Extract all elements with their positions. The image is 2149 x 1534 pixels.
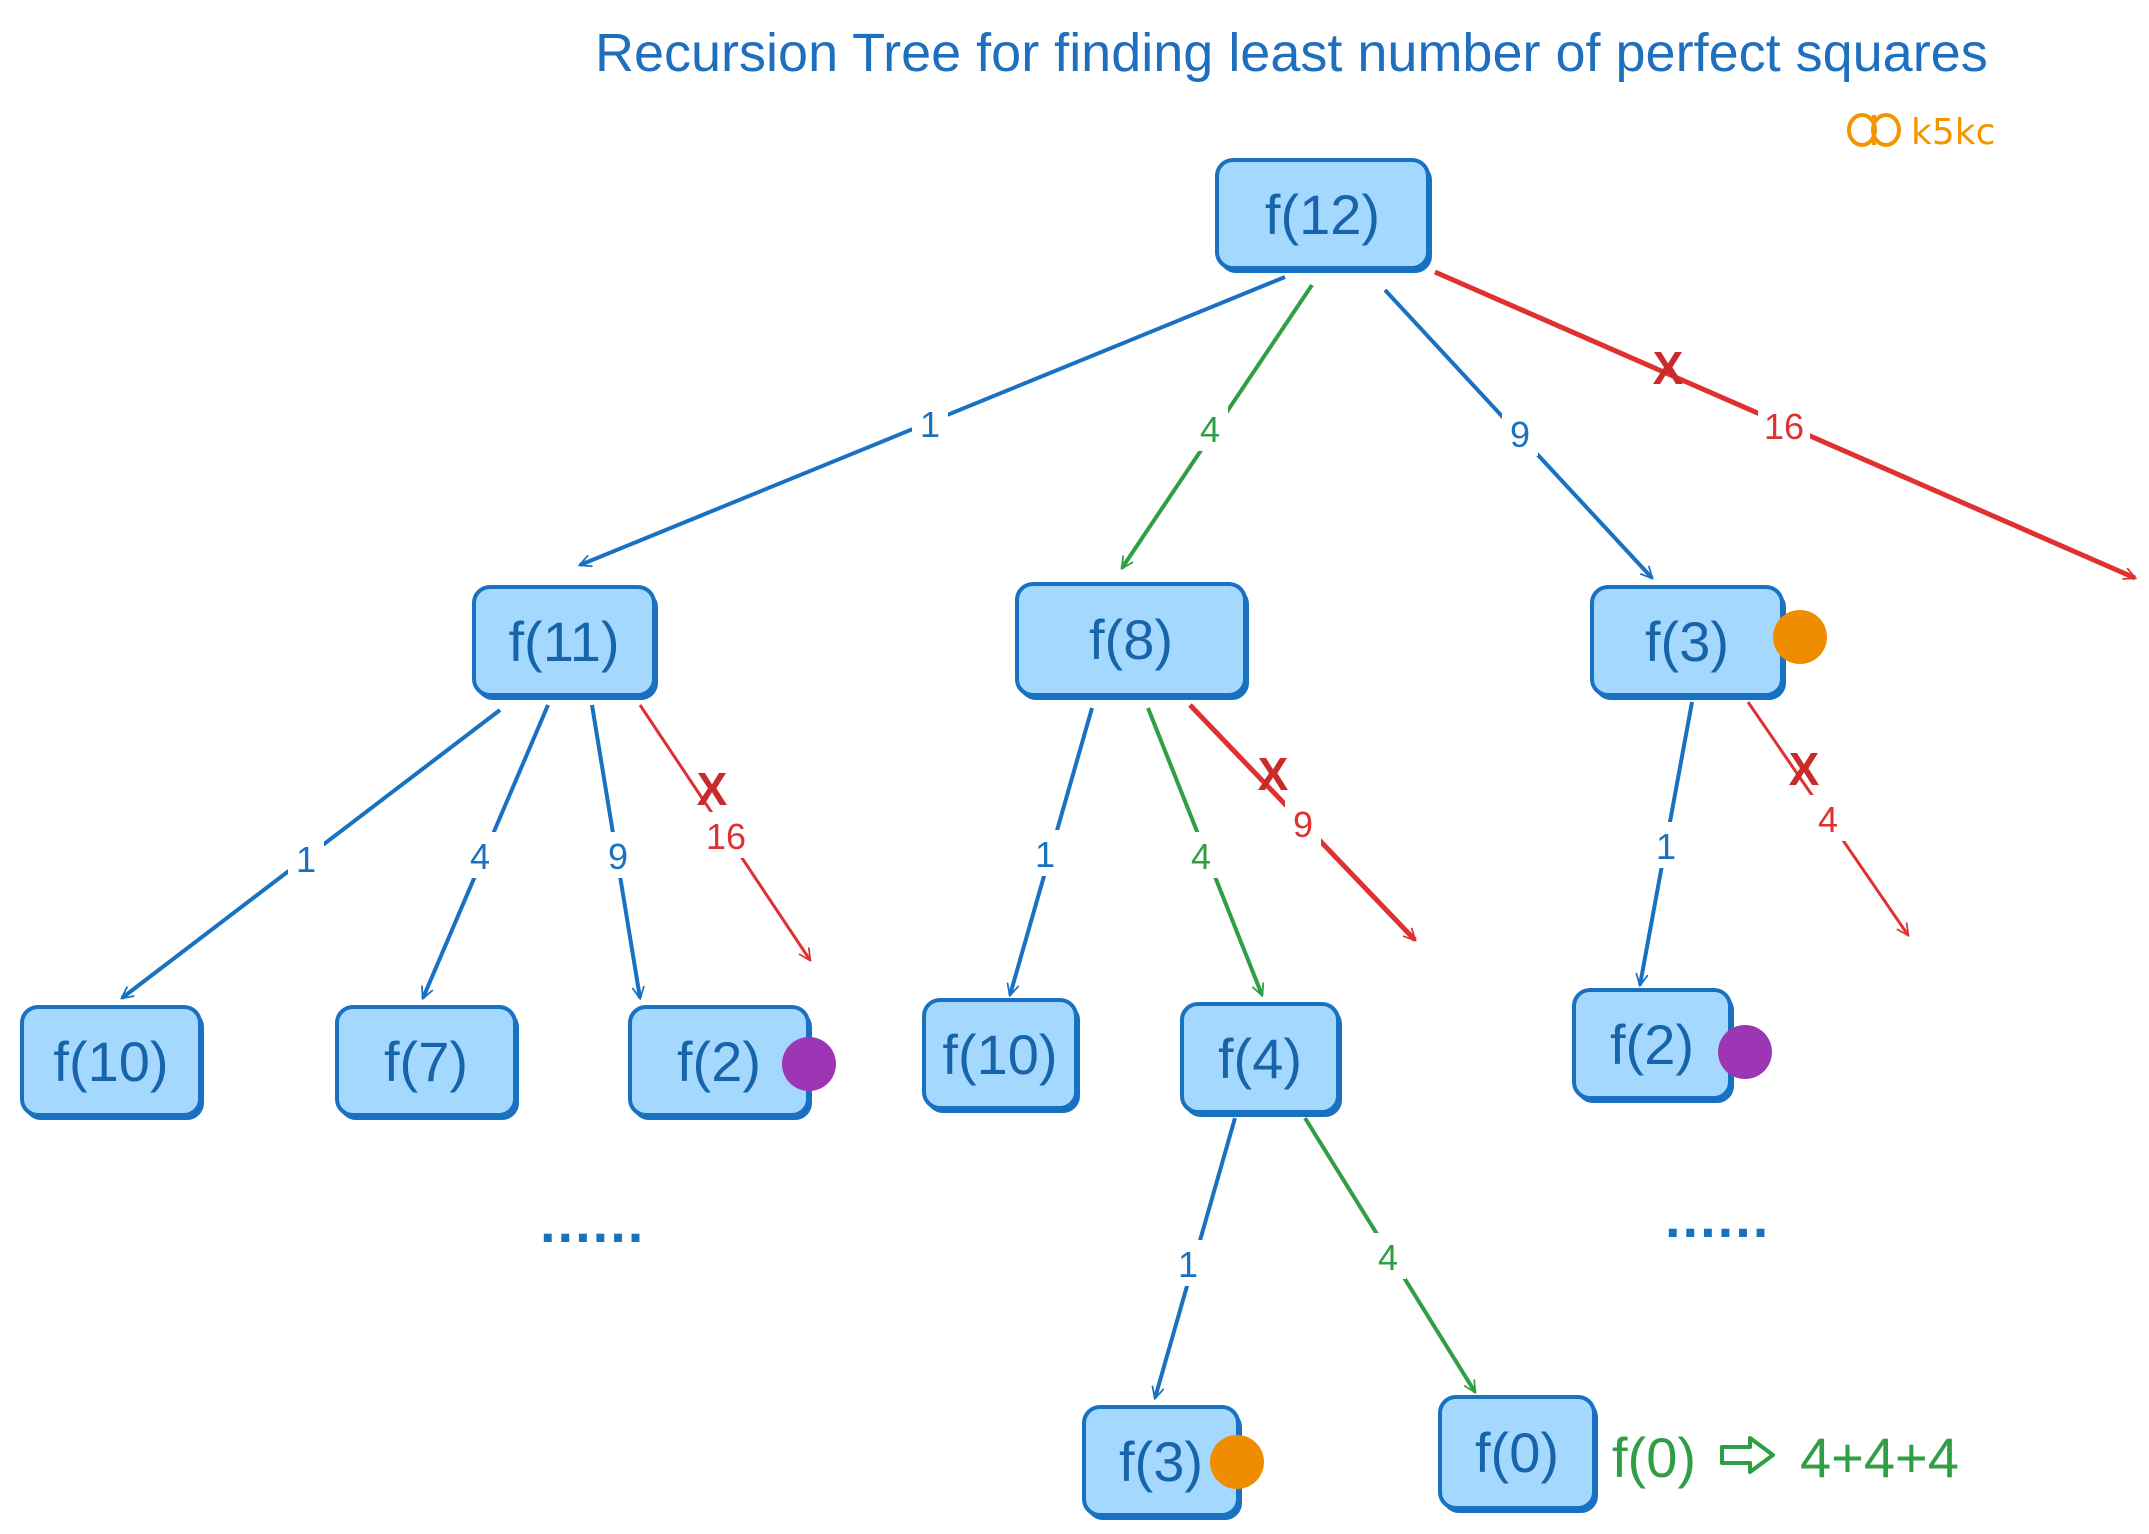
purple-marker-dot bbox=[1718, 1025, 1772, 1079]
edge-label: 9 bbox=[1510, 414, 1530, 455]
node-f2-left: f(2) bbox=[628, 1005, 810, 1117]
node-f10-left: f(10) bbox=[20, 1005, 202, 1117]
edge-f3-f2: 1 bbox=[1640, 701, 1694, 985]
edge-label: 16 bbox=[706, 816, 746, 857]
edge-label: 4 bbox=[1378, 1237, 1398, 1278]
hollow-right-arrow-icon bbox=[1718, 1425, 1778, 1490]
edge-label: 9 bbox=[1293, 804, 1313, 845]
edge-label: 9 bbox=[608, 836, 628, 877]
edge-f12-f8: 4 bbox=[1120, 283, 1314, 568]
prune-mark: X bbox=[697, 763, 728, 815]
edge-label: 4 bbox=[1818, 799, 1838, 840]
brand-logo: k5kc bbox=[1845, 110, 1995, 154]
butterfly-icon bbox=[1845, 110, 1903, 155]
prune-mark: X bbox=[1258, 748, 1289, 800]
prune-mark: X bbox=[1789, 743, 1820, 795]
edge-label: 1 bbox=[296, 839, 316, 880]
diagram-title: Recursion Tree for finding least number … bbox=[595, 23, 1988, 83]
edge-label: 4 bbox=[1191, 836, 1211, 877]
node-f12: f(12) bbox=[1215, 158, 1430, 270]
ellipsis-right: ...... bbox=[1665, 1186, 1771, 1249]
node-f2-right: f(2) bbox=[1572, 988, 1732, 1100]
ellipsis-left: ...... bbox=[540, 1191, 646, 1254]
edge-f11-f10: 1 bbox=[122, 708, 502, 998]
orange-marker-dot bbox=[1210, 1435, 1264, 1489]
edge-f12-f3: 9 bbox=[1383, 288, 1652, 578]
edge-f11-pruned-16: 16 X bbox=[638, 704, 810, 960]
orange-marker-dot bbox=[1773, 610, 1827, 664]
edge-f11-f2: 9 bbox=[590, 704, 640, 998]
node-f4: f(4) bbox=[1180, 1002, 1340, 1114]
edge-f11-f7: 4 bbox=[423, 704, 550, 998]
edge-label: 16 bbox=[1764, 406, 1804, 447]
node-f0: f(0) bbox=[1438, 1395, 1596, 1510]
edge-label: 1 bbox=[1656, 826, 1676, 867]
node-f11: f(11) bbox=[472, 585, 656, 697]
edge-label: 1 bbox=[1035, 834, 1055, 875]
edge-f8-f10: 1 bbox=[1010, 707, 1094, 995]
node-f7: f(7) bbox=[335, 1005, 517, 1117]
edge-label: 1 bbox=[920, 404, 940, 445]
edge-f12-pruned-16: 16 X bbox=[1433, 269, 2135, 581]
edge-f8-f4: 4 bbox=[1146, 707, 1262, 995]
edge-f3-pruned-4: 4 X bbox=[1746, 701, 1908, 935]
prune-mark: X bbox=[1653, 342, 1684, 394]
edge-label: 4 bbox=[1200, 409, 1220, 450]
edge-f8-pruned-9: 9 X bbox=[1188, 703, 1415, 940]
edge-label: 4 bbox=[470, 836, 490, 877]
node-f8: f(8) bbox=[1015, 582, 1247, 697]
result-annotation: f(0) 4+4+4 bbox=[1612, 1425, 1959, 1490]
node-f3-level1: f(3) bbox=[1590, 585, 1784, 697]
edge-f4-f3: 1 bbox=[1155, 1117, 1237, 1398]
purple-marker-dot bbox=[782, 1037, 836, 1091]
node-f10-middle: f(10) bbox=[922, 998, 1078, 1110]
edge-f12-f11: 1 bbox=[580, 275, 1286, 565]
edge-f4-f0: 4 bbox=[1303, 1116, 1477, 1392]
edge-label: 1 bbox=[1178, 1244, 1198, 1285]
result-rhs: 4+4+4 bbox=[1800, 1426, 1959, 1489]
brand-text: k5kc bbox=[1911, 111, 1996, 153]
result-lhs: f(0) bbox=[1612, 1426, 1696, 1489]
